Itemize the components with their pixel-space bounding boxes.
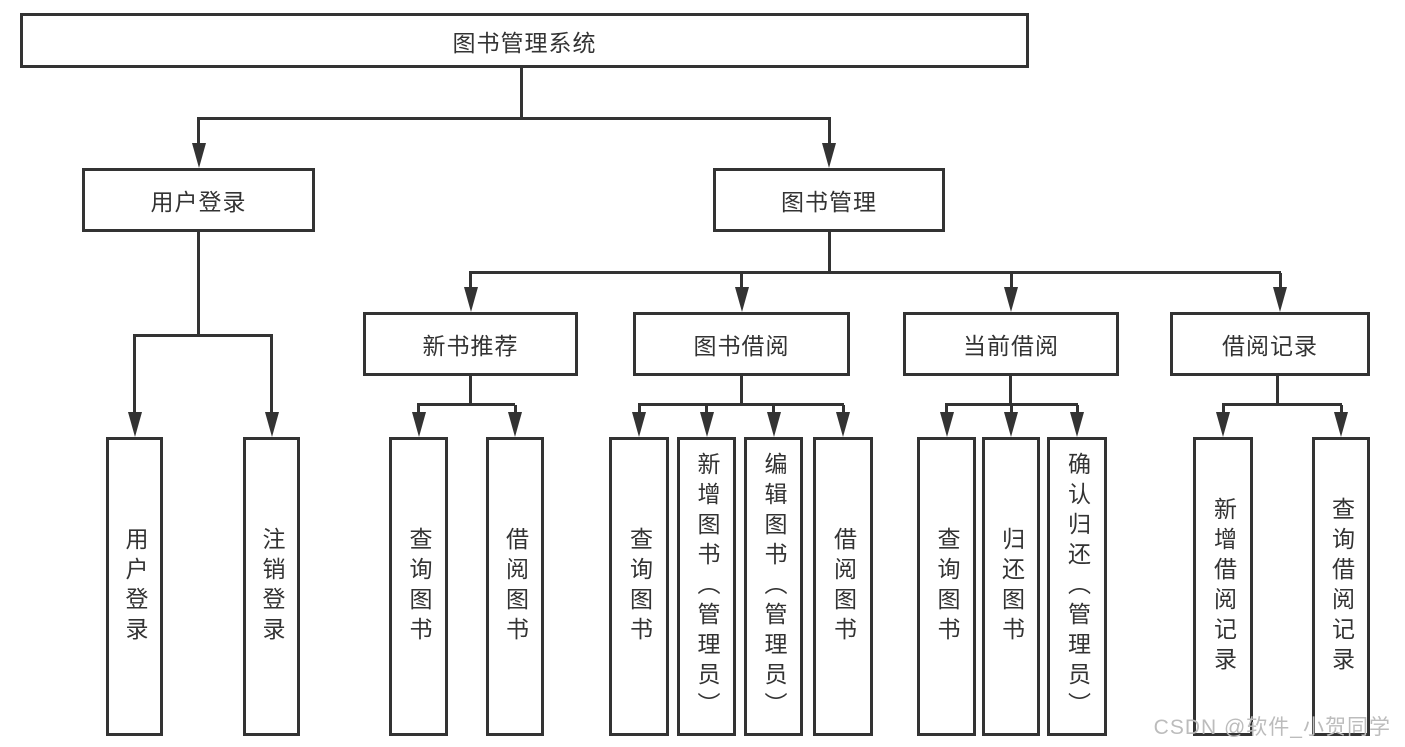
arrowhead-down-icon [1004, 412, 1018, 437]
connector-segment [1010, 273, 1013, 289]
node-leaf-query-books-current: 查询图书 [917, 437, 976, 736]
node-label: 查询借阅记录 [1328, 496, 1355, 677]
node-book-borrowing: 图书借阅 [633, 312, 850, 376]
node-leaf-borrow-books: 借阅图书 [813, 437, 873, 736]
node-leaf-user-login: 用户登录 [106, 437, 163, 736]
arrowhead-down-icon [822, 143, 836, 168]
node-label: 当前借阅 [963, 333, 1059, 359]
connector-segment [469, 273, 472, 289]
connector-segment [1009, 376, 1012, 405]
node-book-management: 图书管理 [713, 168, 945, 232]
connector-segment [772, 405, 775, 414]
connector-segment [514, 405, 517, 414]
connector-segment [945, 405, 948, 414]
arrowhead-down-icon [412, 412, 426, 437]
connector-segment [270, 336, 273, 414]
arrowhead-down-icon [128, 412, 142, 437]
connector-segment [197, 232, 200, 336]
arrowhead-down-icon [700, 412, 714, 437]
node-label: 新增借阅记录 [1210, 496, 1237, 677]
connector-segment [1222, 405, 1225, 414]
node-label: 图书管理系统 [452, 29, 597, 56]
connector-segment [828, 232, 831, 273]
node-label: 查询图书 [406, 526, 432, 647]
node-label: 确认归还（管理员） [1064, 451, 1091, 722]
node-label: 用户登录 [122, 526, 148, 647]
connector-segment [638, 405, 641, 414]
node-label: 新增图书（管理员） [694, 451, 720, 722]
connector-segment [197, 119, 200, 146]
node-label: 借阅图书 [830, 526, 857, 647]
arrowhead-down-icon [1216, 412, 1230, 437]
connector-segment [1276, 376, 1279, 405]
connector-segment [638, 403, 844, 406]
node-leaf-query-books-recommend: 查询图书 [389, 437, 448, 736]
arrowhead-down-icon [632, 412, 646, 437]
node-label: 图书管理 [781, 189, 877, 215]
node-leaf-borrow-books-recommend: 借阅图书 [486, 437, 544, 736]
arrowhead-down-icon [836, 412, 850, 437]
node-label: 借阅图书 [502, 526, 529, 647]
arrowhead-down-icon [767, 412, 781, 437]
node-label: 查询图书 [934, 526, 960, 647]
node-leaf-return-books: 归还图书 [982, 437, 1040, 736]
watermark: CSDN @软件_小贺同学 [1153, 716, 1391, 739]
arrowhead-down-icon [192, 143, 206, 168]
node-leaf-confirm-return-admin: 确认归还（管理员） [1047, 437, 1107, 736]
connector-segment [842, 405, 845, 414]
connector-segment [945, 403, 1078, 406]
connector-segment [705, 405, 708, 414]
connector-segment [740, 273, 743, 289]
arrowhead-down-icon [508, 412, 522, 437]
connector-segment [133, 334, 273, 337]
connector-segment [1010, 405, 1013, 414]
node-label: 新书推荐 [422, 333, 519, 359]
node-label: 查询图书 [626, 526, 653, 647]
arrowhead-down-icon [1273, 287, 1287, 312]
arrowhead-down-icon [1004, 287, 1018, 312]
arrowhead-down-icon [735, 287, 749, 312]
connector-segment [1340, 405, 1343, 414]
connector-segment [1222, 403, 1342, 406]
connector-segment [417, 403, 515, 406]
node-label: 注销登录 [259, 526, 285, 647]
node-leaf-query-borrow-record: 查询借阅记录 [1312, 437, 1370, 736]
node-leaf-add-books-admin: 新增图书（管理员） [677, 437, 736, 736]
arrowhead-down-icon [1070, 412, 1084, 437]
node-library-management-system: 图书管理系统 [20, 13, 1029, 68]
node-label: 用户登录 [150, 189, 247, 215]
connector-segment [469, 376, 472, 405]
connector-segment [740, 376, 743, 405]
connector-segment [520, 68, 523, 119]
node-leaf-logout: 注销登录 [243, 437, 300, 736]
node-current-borrowing: 当前借阅 [903, 312, 1119, 376]
arrowhead-down-icon [464, 287, 478, 312]
connector-segment [133, 336, 136, 414]
node-leaf-query-books-borrowing: 查询图书 [609, 437, 669, 736]
connector-segment [1279, 273, 1282, 289]
node-leaf-edit-books-admin: 编辑图书（管理员） [744, 437, 803, 736]
arrowhead-down-icon [265, 412, 279, 437]
node-label: 编辑图书（管理员） [761, 451, 787, 722]
connector-segment [197, 117, 831, 120]
node-user-login: 用户登录 [82, 168, 315, 232]
node-borrowing-records: 借阅记录 [1170, 312, 1370, 376]
arrowhead-down-icon [1334, 412, 1348, 437]
connector-segment [469, 271, 1281, 274]
connector-segment [1076, 405, 1079, 414]
node-label: 图书借阅 [693, 333, 790, 359]
node-leaf-add-borrow-record: 新增借阅记录 [1193, 437, 1253, 736]
node-label: 借阅记录 [1222, 333, 1318, 359]
connector-segment [828, 119, 831, 146]
node-label: 归还图书 [998, 526, 1025, 647]
node-new-book-recommendation: 新书推荐 [363, 312, 578, 376]
arrowhead-down-icon [940, 412, 954, 437]
connector-segment [417, 405, 420, 414]
